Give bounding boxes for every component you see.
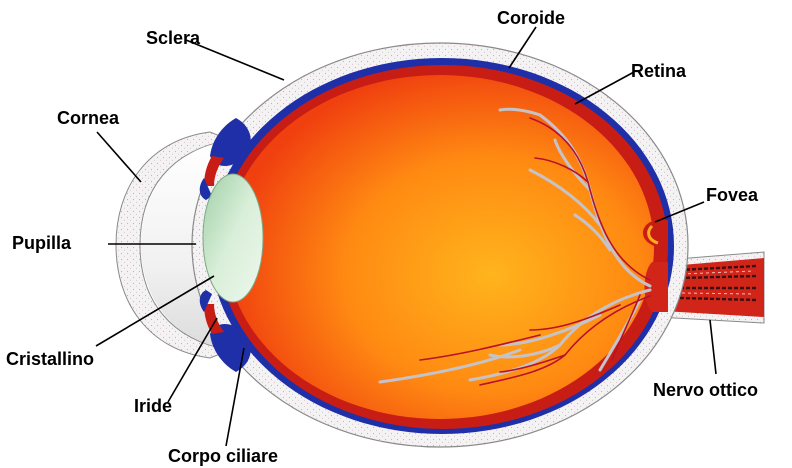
label-cristallino: Cristallino	[6, 349, 94, 369]
label-iride: Iride	[134, 396, 172, 416]
label-retina: Retina	[631, 61, 687, 81]
lens	[203, 174, 263, 302]
label-corpo-ciliare: Corpo ciliare	[168, 446, 278, 466]
optic-disc	[645, 262, 669, 312]
label-nervo-ottico: Nervo ottico	[653, 380, 758, 400]
label-pupilla: Pupilla	[12, 233, 72, 253]
label-sclera: Sclera	[146, 28, 201, 48]
label-fovea: Fovea	[706, 185, 759, 205]
label-cornea: Cornea	[57, 108, 120, 128]
label-coroide: Coroide	[497, 8, 565, 28]
vitreous-body	[226, 75, 654, 419]
